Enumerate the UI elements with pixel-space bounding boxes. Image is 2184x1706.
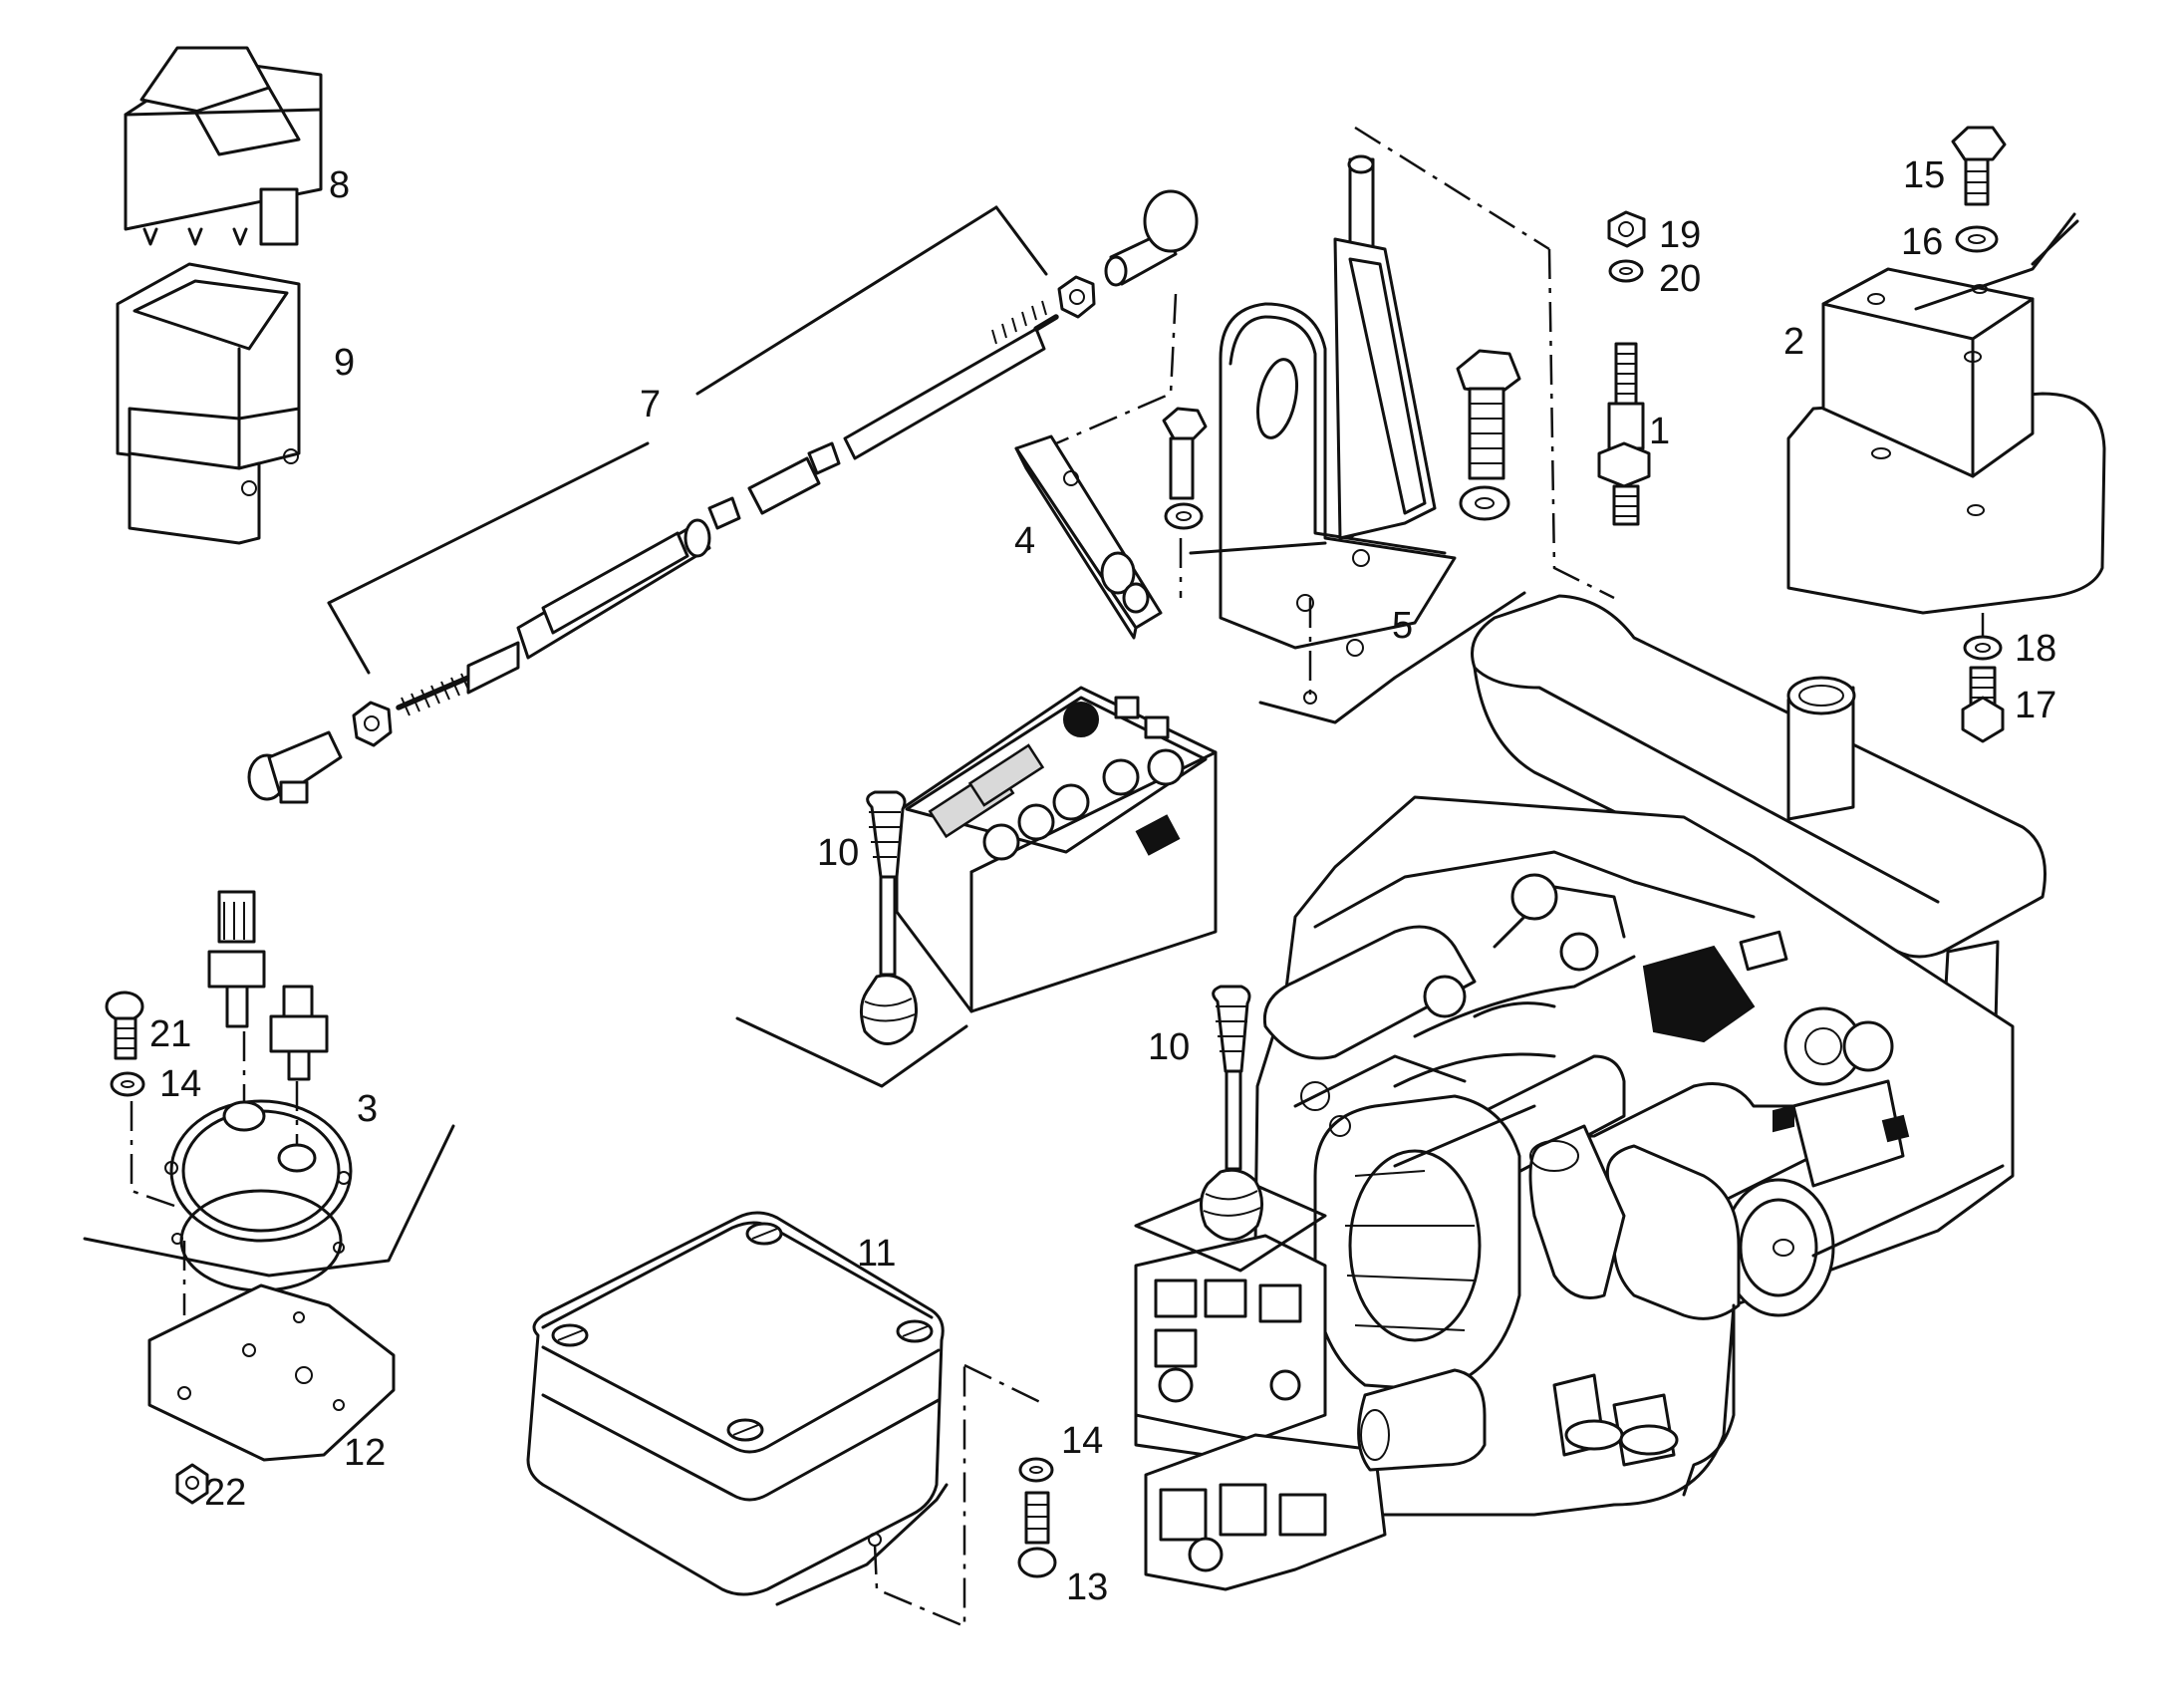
callout-3: 3: [357, 1088, 378, 1130]
callout-2: 2: [1783, 321, 1804, 363]
callout-19: 19: [1659, 214, 1701, 256]
callout-14-left: 14: [159, 1063, 201, 1105]
callout-21: 21: [149, 1013, 191, 1055]
callout-labels: 1 2 3 4 5 7 8 9 10 10 11 12 13 14 14 15 …: [149, 154, 2056, 1608]
control-panel-box: [895, 686, 1218, 1013]
callout-11: 11: [857, 1233, 896, 1275]
callout-14-right: 14: [1061, 1420, 1103, 1462]
callout-10-upper: 10: [817, 832, 859, 874]
part-12-mounting-plate: [147, 1283, 396, 1505]
part-3-switch-plate: [83, 890, 455, 1315]
part-10-joystick-lower: [1134, 985, 1327, 1273]
part-9-switch-housing: [116, 262, 301, 545]
callout-13: 13: [1066, 1566, 1108, 1608]
part-1-stud: [1597, 210, 1651, 526]
callout-1: 1: [1649, 411, 1670, 452]
callout-16: 16: [1901, 221, 1943, 263]
callout-20: 20: [1659, 258, 1701, 300]
callout-7: 7: [640, 384, 661, 426]
part-8-rocker-switch: [124, 46, 323, 246]
callout-9: 9: [334, 342, 355, 384]
callout-8: 8: [329, 164, 350, 206]
callout-5: 5: [1392, 605, 1413, 647]
callout-22: 22: [204, 1472, 246, 1514]
callout-18: 18: [2015, 628, 2056, 670]
callout-12: 12: [344, 1432, 386, 1474]
part-2-relay-module: [1786, 126, 2106, 743]
engine-assembly: [1134, 594, 2047, 1591]
callout-10-lower: 10: [1148, 1026, 1190, 1068]
part-4-lever-arm: [1014, 293, 1178, 640]
part-5-mounting-bracket: [1162, 126, 1615, 724]
part-10-joystick-upper: [735, 790, 968, 1088]
part-11-junction-box: [526, 1211, 1057, 1628]
callout-4: 4: [1014, 520, 1035, 562]
callout-15: 15: [1903, 154, 1945, 196]
callout-17: 17: [2015, 685, 2056, 726]
part-7-linkage-rod: [247, 189, 1199, 804]
